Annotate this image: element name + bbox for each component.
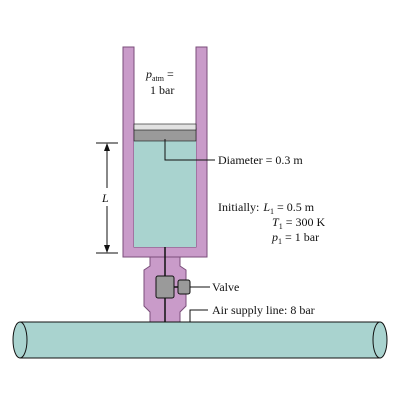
initial-T1: T1 = 300 K	[272, 215, 325, 231]
patm-label: patm =	[145, 67, 174, 83]
initial-L1: Initially:L1 = 0.5 m	[218, 200, 315, 216]
length-dimension	[96, 142, 118, 254]
diameter-label: Diameter = 0.3 m	[218, 153, 303, 167]
piston-icon	[133, 123, 197, 142]
initial-p1: p1 = 1 bar	[271, 230, 319, 246]
valve-label: Valve	[212, 280, 239, 294]
valve-icon	[155, 275, 191, 299]
diameter-leader	[164, 139, 215, 161]
supply-leader	[189, 309, 208, 322]
patm-value: 1 bar	[150, 83, 174, 97]
air-supply-line	[12, 321, 388, 359]
supply-label: Air supply line: 8 bar	[212, 303, 315, 317]
length-label: L	[101, 191, 109, 205]
